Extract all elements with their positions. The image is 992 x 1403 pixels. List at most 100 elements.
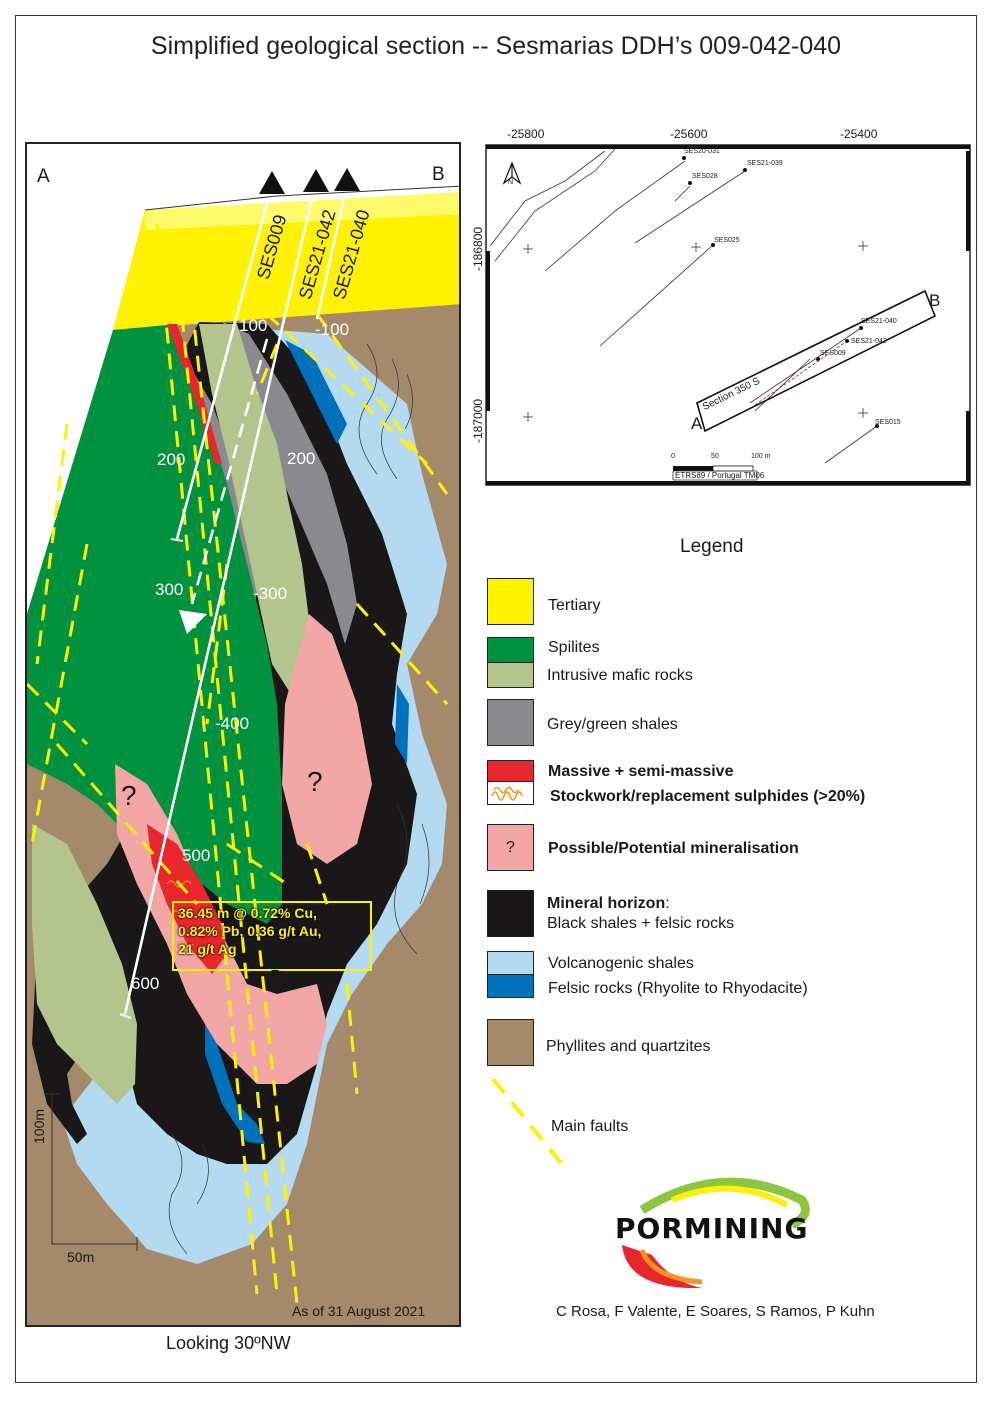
legend-swatch-tertiary (487, 578, 534, 625)
stockwork-icon (491, 786, 523, 801)
map-hole-label: SES21-039 (747, 160, 783, 167)
legend-swatch-volcanogenic (487, 951, 534, 975)
x-tick-label: -25800 (507, 127, 545, 141)
y-tick-label: -187000 (471, 398, 485, 443)
scale-horizontal-label: 50m (67, 1249, 95, 1265)
depth-label: 200 (287, 449, 316, 468)
legend-fault-symbol (491, 1077, 563, 1165)
map-hole-label: SES21-042 (851, 338, 887, 345)
legend-label: Stockwork/replacement sulphides (>20%) (550, 788, 866, 805)
depth-label: 200 (157, 450, 186, 469)
scale-vertical-label: 100m (31, 1108, 47, 1144)
collar-ses009 (259, 171, 285, 194)
question-mark: ? (267, 964, 283, 995)
looking-direction: Looking 30ºNW (166, 1333, 291, 1353)
drill-holes (123, 183, 349, 1015)
intercept-line: 0.82% Pb, 0.36 g/t Au, (178, 923, 322, 939)
felsic-lens-1 (285, 340, 347, 444)
mafic-intrusive-2 (32, 824, 137, 1104)
legend-label: Tertiary (548, 597, 601, 614)
section-end-b: B (432, 164, 445, 185)
intercept-text: 36.45 m @ 0.72% Cu, 0.82% Pb, 0.36 g/t A… (178, 904, 321, 958)
mineral-horizon-suffix: : (665, 895, 670, 912)
map-end-b: B (929, 291, 941, 310)
question-mark: ? (121, 780, 137, 811)
hole-end-tick-2 (119, 1013, 132, 1019)
legend-swatch-stockwork (487, 781, 534, 805)
hole-ses21-042 (123, 183, 317, 1015)
scale-bar (51, 1094, 137, 1245)
legend-swatch-spilites (487, 637, 534, 663)
legend-label: Main faults (551, 1118, 629, 1135)
depth-label: 500 (182, 846, 211, 865)
depth-label: 600 (131, 974, 160, 993)
hole-ses21-040 (315, 183, 349, 320)
main-faults (27, 223, 449, 1305)
fold-traces-upper (358, 343, 413, 480)
legend-label: Possible/Potential mineralisation (548, 840, 799, 857)
section-rectangle (696, 289, 937, 433)
fold-traces-lower (168, 1133, 209, 1255)
legend-swatch-massive (487, 760, 534, 782)
inset-map-drawing (485, 144, 971, 486)
mineral-horizon-label: Mineral horizon (547, 895, 666, 912)
scale-tick: 50 (711, 453, 719, 460)
intercept-line: 21 g/t Ag (178, 941, 237, 957)
legend-swatch-mafic (487, 662, 534, 688)
depth-label: -100 (315, 320, 350, 339)
collar-ses21-042 (303, 169, 329, 192)
crs-label: ETRS89 / Portugal TM06 (675, 471, 765, 480)
legend-label: Intrusive mafic rocks (547, 667, 693, 684)
x-tick-label: -25600 (670, 127, 708, 141)
map-hole-label: SES028 (692, 173, 718, 180)
intercept-line: 36.45 m @ 0.72% Cu, (178, 905, 317, 921)
legend-label: Massive + semi-massive (548, 763, 734, 780)
y-tick-label: -186800 (471, 226, 485, 271)
question-mark: ? (307, 766, 323, 797)
legend-label: Felsic rocks (Rhyolite to Rhyodacite) (548, 980, 808, 997)
hole-end-tick (170, 538, 184, 542)
topography (144, 185, 459, 211)
pormining-logo (622, 1177, 810, 1289)
sky-area (27, 144, 459, 212)
legend-title: Legend (680, 536, 744, 557)
stockwork-marks (166, 880, 194, 948)
mafic-intrusive-1 (199, 324, 312, 704)
authors: C Rosa, F Valente, E Soares, S Ramos, P … (556, 1303, 875, 1320)
depth-label: 300 (155, 580, 184, 599)
north-label: N (508, 179, 514, 186)
legend-label: Grey/green shales (547, 716, 678, 733)
page-title: Simplified geological section -- Sesmari… (150, 32, 842, 60)
x-tick-label: -25400 (840, 127, 878, 141)
map-hole-label: SES20-031 (684, 148, 720, 155)
collar-ses21-040 (334, 168, 360, 191)
map-hole-label: SES015 (875, 419, 901, 426)
map-hole-label: SES009 (820, 350, 846, 357)
as-of-date: As of 31 August 2021 (292, 1303, 426, 1319)
projected-trace (190, 338, 269, 605)
intercept-box (172, 901, 372, 971)
legend-swatch-felsic (487, 974, 534, 998)
legend-label-mineral-horizon: Mineral horizon: (547, 895, 670, 913)
section-drawing (27, 144, 459, 1325)
legend-swatch-phyllites (487, 1019, 534, 1066)
scale-tick: 0 (671, 453, 675, 460)
legend-label: Volcanogenic shales (548, 955, 694, 972)
logo-text: PORMINING (615, 1212, 809, 1245)
massive-sulphides (147, 824, 227, 974)
depth-label: -400 (215, 714, 250, 733)
scale-tick: 100 m (751, 453, 771, 460)
depth-label: 100 (239, 316, 268, 335)
massive-sulphides-upper (167, 324, 222, 464)
inset-map: -25800 -25600 -25400 -186800 -187000 SES… (471, 127, 971, 486)
potential-mineralisation-1 (282, 614, 372, 864)
spilites (27, 324, 282, 924)
map-hole-label: SES025 (714, 237, 740, 244)
legend-swatch-mineral-horizon (487, 890, 534, 937)
depth-label: -300 (253, 584, 288, 603)
legend-swatch-potential: ? (487, 824, 534, 871)
geological-section: A B SES009 SES21-042 SES21-040 100 -100 … (25, 142, 461, 1327)
felsic-lens-2 (395, 684, 409, 764)
fold-traces-right (394, 803, 430, 955)
page-frame (15, 15, 977, 1383)
